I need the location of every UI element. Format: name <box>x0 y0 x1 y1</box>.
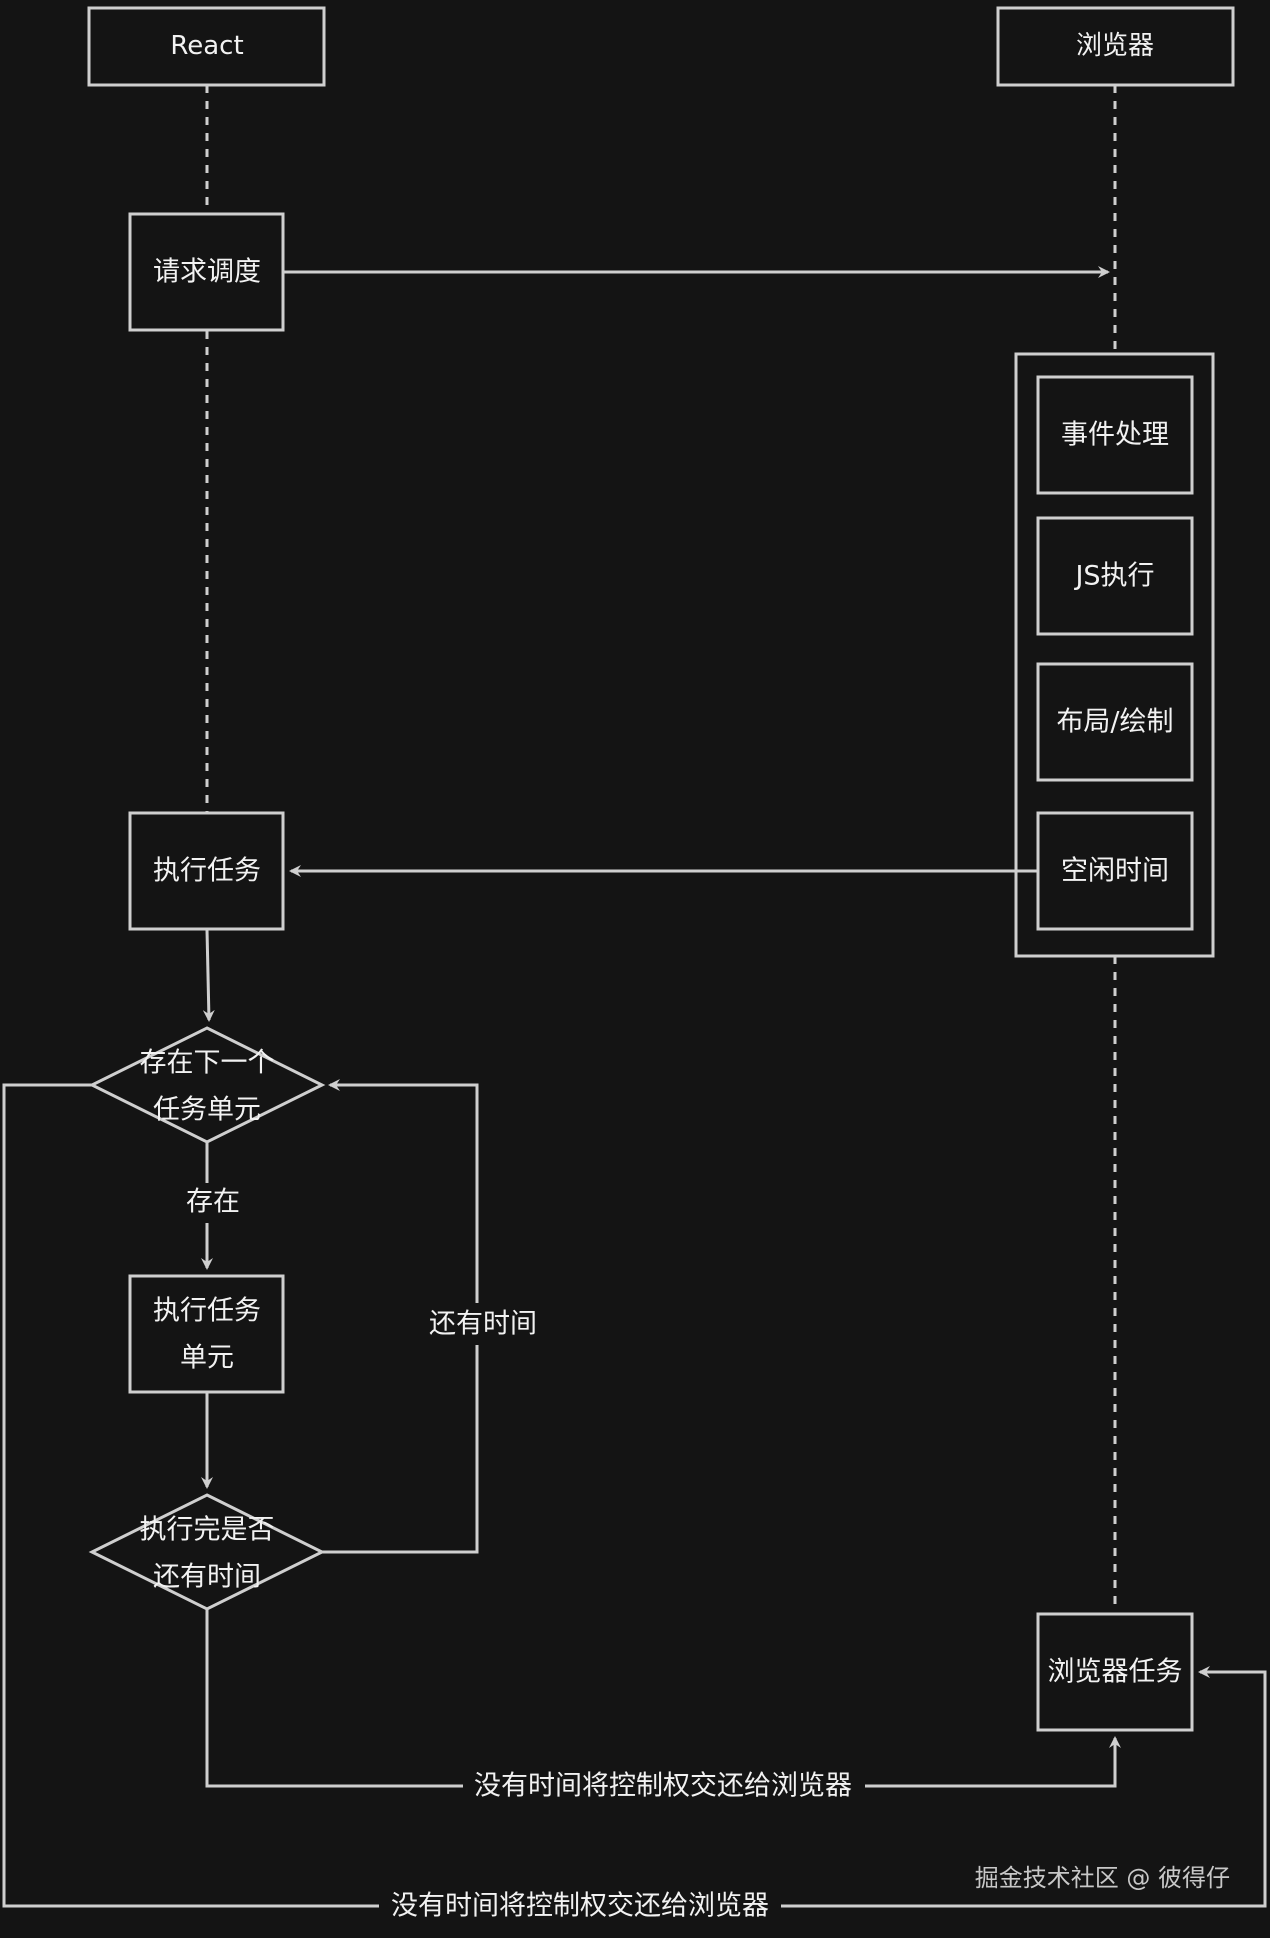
react-lane-header: React <box>87 6 326 87</box>
event-handling-label: 事件处理 <box>1061 420 1169 451</box>
done-has-time-line2: 还有时间 <box>153 1562 261 1593</box>
request-schedule-node: 请求调度 <box>128 212 285 332</box>
browser-lane-label: 浏览器 <box>1076 31 1154 61</box>
watermark: 掘金技术社区 @ 彼得仔 <box>975 1864 1230 1892</box>
no-time-return-label-1: 没有时间将控制权交还给浏览器 <box>474 1771 852 1802</box>
has-next-unit-line2: 任务单元 <box>153 1095 261 1126</box>
execute-to-check-arrow <box>202 929 215 1022</box>
execute-unit-line2: 单元 <box>180 1343 234 1374</box>
event-handling-node: 事件处理 <box>1036 375 1194 495</box>
no-time-return-label-2: 没有时间将控制权交还给浏览器 <box>391 1891 769 1922</box>
still-time-label: 还有时间 <box>429 1309 537 1340</box>
idle-time-label: 空闲时间 <box>1061 856 1169 887</box>
browser-task-label: 浏览器任务 <box>1048 1657 1183 1688</box>
has-next-unit-line1: 存在下一个 <box>140 1048 275 1079</box>
execute-task-node: 执行任务 <box>128 811 285 931</box>
js-execution-node: JS执行 <box>1036 516 1194 636</box>
execute-unit-line1: 执行任务 <box>153 1296 261 1327</box>
browser-task-node: 浏览器任务 <box>1036 1612 1194 1732</box>
request-schedule-label: 请求调度 <box>153 257 261 288</box>
exists-label: 存在 <box>186 1187 240 1218</box>
browser-lane-header: 浏览器 <box>996 6 1235 87</box>
has-next-unit-decision: 存在下一个 任务单元 <box>88 1026 326 1144</box>
js-execution-label: JS执行 <box>1073 561 1154 592</box>
done-has-time-line1: 执行完是否 <box>140 1515 275 1546</box>
layout-paint-node: 布局/绘制 <box>1036 662 1194 782</box>
execute-task-label: 执行任务 <box>153 856 261 887</box>
execute-unit-node: 执行任务 单元 <box>128 1274 285 1394</box>
done-has-time-decision: 执行完是否 还有时间 <box>88 1493 326 1611</box>
layout-paint-label: 布局/绘制 <box>1056 707 1173 738</box>
idle-time-node: 空闲时间 <box>1036 811 1194 931</box>
react-lane-label: React <box>170 31 243 61</box>
no-time-return-arrow-1 <box>205 1609 1121 1788</box>
